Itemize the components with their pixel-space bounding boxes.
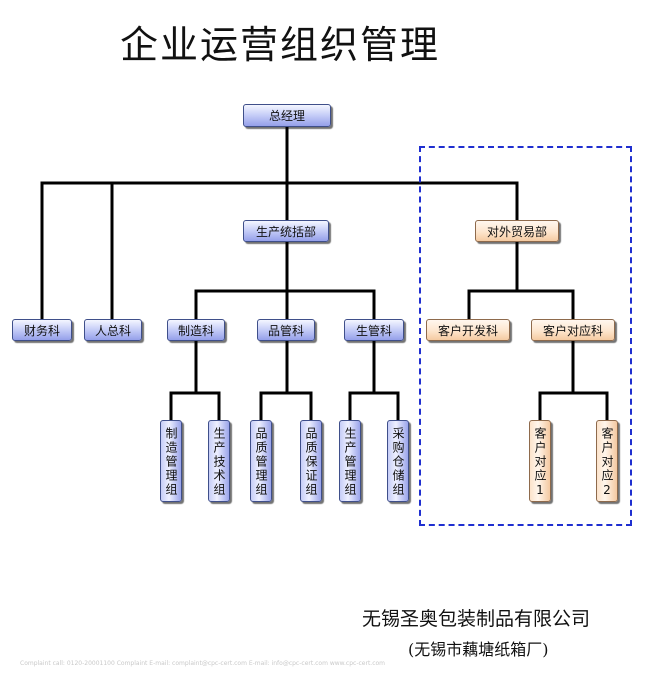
node-prod-mgmt-group[interactable]: 生产管理组 bbox=[339, 420, 361, 502]
company-name: 无锡圣奥包装制品有限公司 bbox=[362, 608, 591, 630]
node-ceo[interactable]: 总经理 bbox=[243, 104, 331, 127]
footer-watermark-text: Complaint call: 0120-20001100 Complaint … bbox=[20, 660, 386, 667]
company-alias: (无锡市藕塘纸箱厂) bbox=[408, 640, 549, 659]
node-customer-response[interactable]: 客户对应科 bbox=[531, 319, 615, 341]
node-customer-response-2[interactable]: 客户对应2 bbox=[596, 420, 618, 502]
node-quality-assure-group[interactable]: 品质保证组 bbox=[300, 420, 322, 502]
node-prod-tech-group[interactable]: 生产技术组 bbox=[208, 420, 230, 502]
node-hr[interactable]: 人总科 bbox=[84, 319, 142, 341]
node-finance[interactable]: 财务科 bbox=[12, 319, 72, 341]
node-purchase-storage-group[interactable]: 采购仓储组 bbox=[387, 420, 409, 502]
node-customer-response-1[interactable]: 客户对应1 bbox=[529, 420, 551, 502]
node-quality[interactable]: 品管科 bbox=[257, 319, 315, 341]
node-customer-dev[interactable]: 客户开发科 bbox=[426, 319, 510, 341]
node-mfg-mgmt-group[interactable]: 制造管理组 bbox=[160, 420, 182, 502]
page-title: 企业运营组织管理 bbox=[120, 23, 441, 67]
node-quality-mgmt-group[interactable]: 品质管理组 bbox=[250, 420, 272, 502]
trade-dept-dashed-boundary bbox=[419, 146, 632, 526]
node-trade-dept[interactable]: 对外贸易部 bbox=[475, 220, 559, 242]
node-production-mgmt[interactable]: 生管科 bbox=[344, 319, 404, 341]
node-manufacturing[interactable]: 制造科 bbox=[167, 319, 225, 341]
node-production-dept[interactable]: 生产统括部 bbox=[243, 220, 329, 242]
